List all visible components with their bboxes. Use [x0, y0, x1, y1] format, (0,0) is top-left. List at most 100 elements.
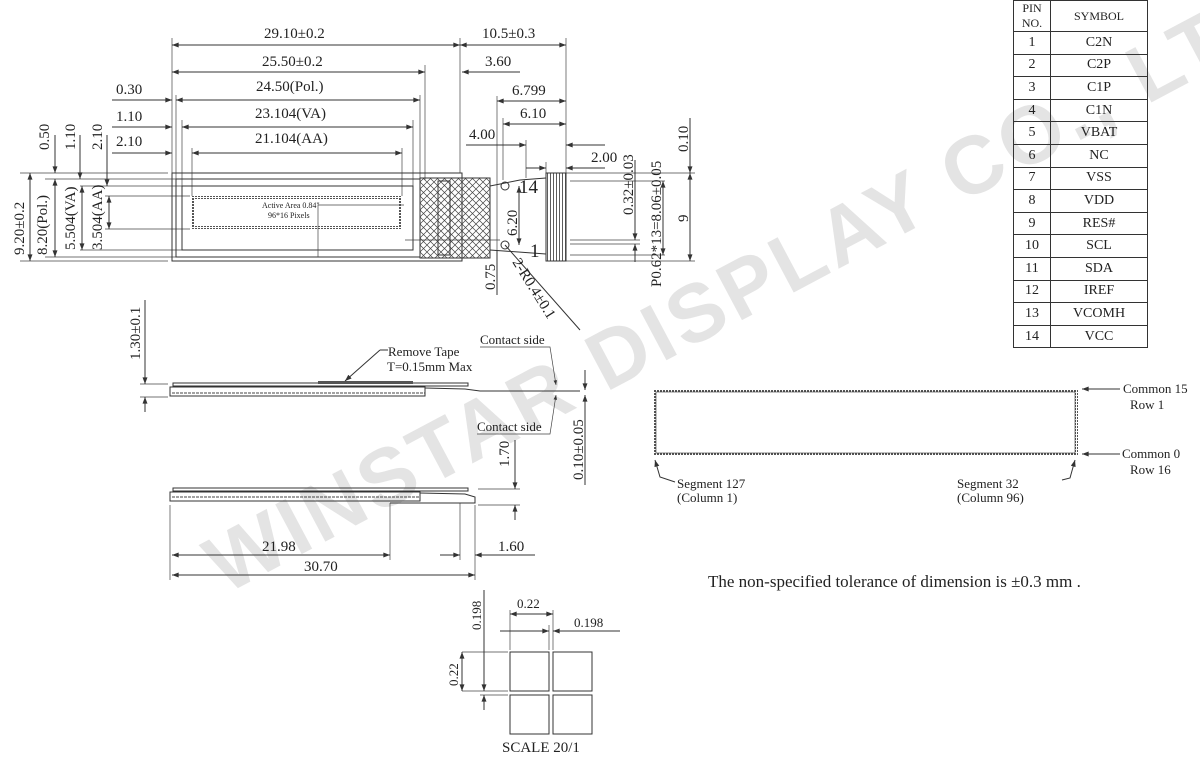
dim-v-2-10: 2.10 [90, 124, 106, 150]
dim-2-00: 2.00 [591, 150, 617, 166]
remove-tape-label: Remove Tape [388, 344, 460, 359]
side-view: 1.30±0.1 Remove Tape T=0.15mm Max Contac… [128, 300, 588, 580]
pin-number: 1 [1013, 31, 1051, 55]
pin-symbol: C2P [1050, 53, 1148, 78]
pin-no-header: PIN NO. [1013, 0, 1051, 32]
pixel-square [552, 651, 593, 692]
dim-pixel-height: 0.22 [446, 663, 461, 686]
dim-overall-length: 29.10±0.2 [264, 26, 325, 42]
dim-overall-height: 9.20±0.2 [12, 202, 28, 255]
dim-pol-height: 8.20(Pol.) [35, 195, 51, 255]
pin-number: 12 [1013, 279, 1051, 304]
segment-127-label: Segment 127 [677, 476, 746, 491]
dim-1-10: 1.10 [116, 109, 142, 125]
common-15-label: Common 15 [1123, 381, 1188, 396]
pin-symbol: C2N [1050, 31, 1148, 55]
dim-1-70: 1.70 [497, 441, 513, 467]
pin-14-label: 14 [519, 177, 539, 198]
dim-thickness: 1.30±0.1 [128, 307, 144, 360]
dim-pol-length: 24.50(Pol.) [256, 79, 324, 95]
scale-label: SCALE 20/1 [502, 740, 580, 756]
pixel-square [509, 651, 550, 692]
dim-2-10: 2.10 [116, 134, 142, 150]
pin-number: 9 [1013, 211, 1051, 236]
dim-21-98: 21.98 [262, 539, 296, 555]
pin-number: 8 [1013, 189, 1051, 213]
pin-table-header: PIN NO. SYMBOL [1013, 0, 1148, 32]
active-area-label: Active Area 0.84" [262, 201, 320, 210]
dim-9: 9 [676, 215, 692, 223]
column-96-label: (Column 96) [957, 490, 1024, 505]
column-1-label: (Column 1) [677, 490, 737, 505]
pin-number: 6 [1013, 143, 1051, 168]
tolerance-note: The non-specified tolerance of dimension… [708, 572, 1081, 591]
pin-symbol: VCOMH [1050, 302, 1148, 326]
dim-fpc-length: 10.5±0.3 [482, 26, 535, 42]
dim-6-10: 6.10 [520, 106, 546, 122]
top-view: Active Area 0.84" 96*16 Pixels 14 1 29.1… [12, 26, 695, 331]
pin-symbol: VBAT [1050, 121, 1148, 145]
pin-number: 5 [1013, 121, 1051, 145]
row-1-label: Row 1 [1130, 397, 1164, 412]
pixel-square [509, 694, 550, 735]
pin-symbol: C1P [1050, 76, 1148, 100]
pixels-label: 96*16 Pixels [268, 211, 310, 220]
pin-symbol: NC [1050, 143, 1148, 168]
pin-symbol: C1N [1050, 98, 1148, 123]
pin-symbol: SCL [1050, 234, 1148, 258]
dim-6-799: 6.799 [512, 83, 546, 99]
fpc-contact-pins [545, 172, 567, 262]
pixel-square [552, 694, 593, 735]
row-16-label: Row 16 [1130, 462, 1171, 477]
pin-number: 11 [1013, 256, 1051, 281]
alignment-hole-icon [500, 181, 510, 191]
dim-pin-pitch: P0.62*13=8.06±0.05 [649, 161, 665, 287]
pin-symbol: VDD [1050, 189, 1148, 213]
pin-symbol: VSS [1050, 166, 1148, 191]
pin-1-label: 1 [530, 241, 540, 262]
dim-1-60: 1.60 [498, 539, 524, 555]
pin-number: 7 [1013, 166, 1051, 191]
pixel-map: Common 15 Row 1 Common 0 Row 16 Segment … [653, 381, 1188, 505]
dim-aa-height: 3.504(AA) [90, 185, 106, 250]
dim-pixel-width: 0.22 [517, 596, 540, 611]
dim-v-0-50: 0.50 [37, 124, 53, 150]
pin-symbol: RES# [1050, 211, 1148, 236]
pin-number: 2 [1013, 53, 1051, 78]
dim-0-10: 0.10 [676, 126, 692, 152]
pixel-detail: 0.22 0.198 0.198 0.22 SCALE 20/1 [446, 590, 620, 756]
dim-v-1-10: 1.10 [63, 124, 79, 150]
common-0-label: Common 0 [1122, 446, 1180, 461]
dim-6-20: 6.20 [505, 210, 521, 236]
dim-gap-vertical: 0.198 [469, 601, 484, 630]
symbol-header: SYMBOL [1050, 0, 1148, 32]
dim-fpc-thickness: 0.10±0.05 [571, 419, 587, 480]
alignment-hole-icon [500, 240, 510, 250]
segment-32-label: Segment 32 [957, 476, 1019, 491]
dim-va-height: 5.504(VA) [63, 187, 79, 250]
contact-side-top-label: Contact side [480, 332, 545, 347]
dim-glass-length: 25.50±0.2 [262, 54, 323, 70]
dim-gap-horizontal: 0.198 [574, 615, 603, 630]
pin-number: 14 [1013, 324, 1051, 349]
pin-number: 10 [1013, 234, 1051, 258]
contact-side-bottom-label: Contact side [477, 419, 542, 434]
dim-0-75: 0.75 [483, 264, 499, 290]
pin-number: 4 [1013, 98, 1051, 123]
dim-aa-length: 21.104(AA) [255, 131, 328, 147]
viewing-area-outline [181, 185, 414, 251]
dim-va-length: 23.104(VA) [255, 106, 326, 122]
dim-hole-radius: 2-R0.4±0.1 [509, 256, 559, 322]
pin-number: 13 [1013, 302, 1051, 326]
